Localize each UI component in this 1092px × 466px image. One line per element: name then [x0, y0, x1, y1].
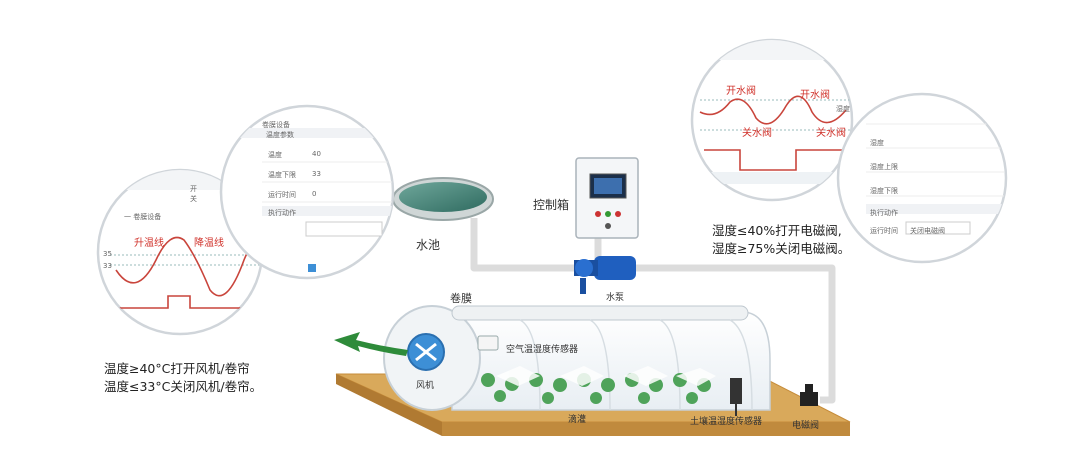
caption-line: 温度≤33°C关闭风机/卷帘。: [104, 379, 263, 394]
settings-section-action: 执行动作: [268, 209, 296, 217]
humidity-settings-row: 运行时间: [870, 227, 898, 235]
fall-curve-label: 降温线: [194, 238, 224, 249]
humidity-settings-zoom: [836, 92, 1008, 264]
rise-curve-label: 升温线: [134, 238, 164, 249]
humidity-settings-section: 执行动作: [870, 209, 898, 217]
settings-header: 卷膜设备: [262, 121, 290, 129]
humidity-settings-row: 湿度下限: [870, 187, 898, 195]
y-tick-upper: 35: [103, 250, 112, 258]
open-valve-label-left: 开水阀: [726, 86, 756, 97]
close-valve-label-left: 关水阀: [742, 128, 772, 139]
y-tick-lower: 33: [103, 262, 112, 270]
pump-label: 水泵: [606, 293, 625, 303]
caption-line: 温度≥40°C打开风机/卷帘: [104, 361, 250, 376]
settings-row-value: 40: [312, 150, 321, 158]
temperature-rule-caption: 温度≥40°C打开风机/卷帘 温度≤33°C关闭风机/卷帘。: [104, 360, 262, 396]
humidity-settings-row: 湿度上限: [870, 163, 898, 171]
humidity-settings-action: 关闭电磁阀: [910, 227, 945, 235]
legend-close: 关: [190, 195, 197, 203]
settings-zoom: [219, 104, 395, 280]
soil-sensor-label: 土壤温湿度传感器: [690, 417, 763, 427]
settings-section: 温度参数: [266, 131, 294, 139]
close-valve-label-right: 关水阀: [816, 128, 846, 139]
air-sensor-label: 空气温湿度传感器: [506, 345, 579, 355]
control-box-label: 控制箱: [533, 198, 570, 212]
open-valve-label-right: 开水阀: [800, 90, 830, 101]
irrigation-label: 滴灌: [568, 415, 587, 425]
fan-label: 风机: [416, 381, 435, 391]
settings-row-value: 33: [312, 170, 321, 178]
caption-line: 湿度≤40%打开电磁阀,: [712, 223, 842, 238]
settings-row-label: 温度: [268, 151, 282, 159]
greenhouse-tunnel: [383, 305, 771, 416]
solenoid-valve: [800, 384, 818, 406]
control-box: [575, 157, 639, 239]
water-pool: [392, 177, 494, 221]
roller-label: 卷膜: [450, 292, 472, 305]
humidity-rule-caption: 湿度≤40%打开电磁阀, 湿度≥75%关闭电磁阀。: [712, 222, 850, 258]
settings-row-label: 温度下限: [268, 171, 296, 179]
airflow-arrow: [334, 332, 408, 356]
caption-line: 湿度≥75%关闭电磁阀。: [712, 241, 851, 256]
valve-label: 电磁阀: [792, 421, 820, 431]
settings-row-value: 0: [312, 190, 317, 198]
humidity-zoom: [690, 38, 854, 202]
water-pump: [574, 256, 636, 294]
chart-header: 一 卷膜设备: [124, 213, 162, 221]
humidity-side-label: 湿度: [836, 105, 850, 113]
pool-label: 水池: [416, 238, 441, 252]
legend-open: 开: [190, 185, 197, 193]
settings-row-label: 运行时间: [268, 191, 296, 199]
humidity-settings-row: 湿度: [870, 139, 884, 147]
